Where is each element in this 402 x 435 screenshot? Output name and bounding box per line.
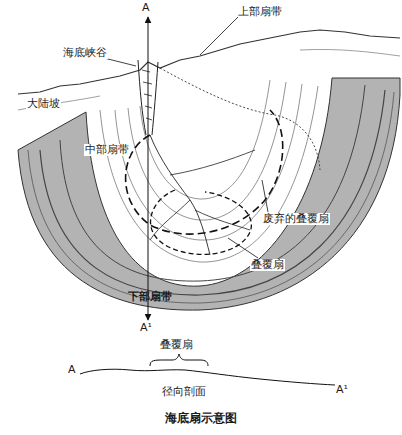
part-label: 叠覆扇 bbox=[250, 259, 285, 271]
part-label: 叠覆扇 bbox=[160, 339, 193, 351]
part-label: 废弃的叠覆扇 bbox=[262, 213, 330, 225]
part-label: 海底峡谷 bbox=[62, 47, 108, 59]
part-label: A bbox=[68, 364, 76, 376]
figure-caption: 海底扇示意图 bbox=[165, 412, 237, 425]
part-label: 下部扇带 bbox=[128, 291, 172, 303]
part-label: 上部扇带 bbox=[238, 6, 282, 18]
part-label: 大陆坡 bbox=[26, 98, 61, 110]
part-label: A¹ bbox=[140, 322, 152, 334]
part-label: A¹ bbox=[336, 384, 348, 396]
part-label: 径向剖面 bbox=[162, 386, 206, 398]
part-label: A bbox=[142, 2, 150, 14]
part-label: 中部扇带 bbox=[84, 144, 130, 156]
